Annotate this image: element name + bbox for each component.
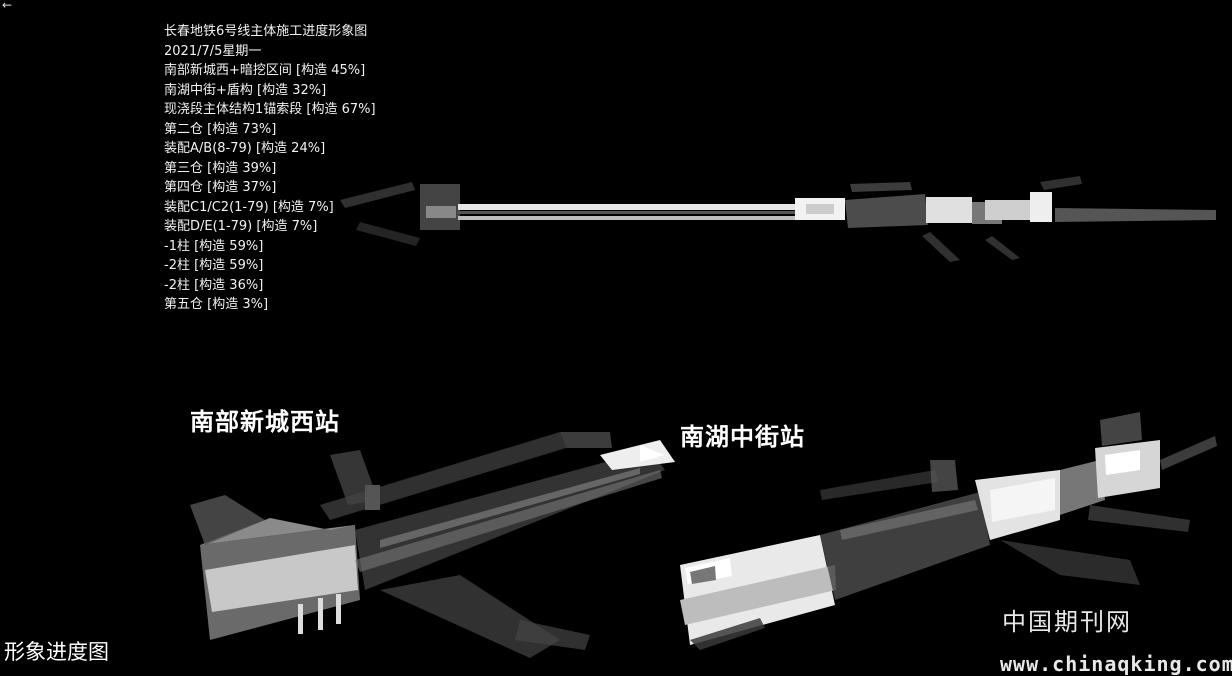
progress-item: 第五仓 [构造 3%] — [164, 297, 269, 312]
panel-title: 长春地铁6号线主体施工进度形象图 — [164, 24, 368, 39]
progress-item: 第四仓 [构造 37%] — [164, 180, 277, 195]
overview-model — [340, 176, 1216, 262]
left-station-model — [190, 432, 675, 658]
progress-item: 现浇段主体结构1锚索段 [构造 67%] — [164, 102, 376, 117]
progress-item: 第三仓 [构造 39%] — [164, 160, 277, 176]
panel-date: 2021/7/5星期一 — [164, 43, 262, 59]
progress-item: 南湖中街+盾构 [构造 32%] — [164, 82, 327, 98]
progress-item: 装配D/E(1-79) [构造 7%] — [164, 219, 318, 234]
back-arrow-icon[interactable]: ← — [2, 0, 13, 12]
progress-item: 装配A/B(8-79) [构造 24%] — [164, 141, 326, 156]
right-station-label: 南湖中街站 — [680, 423, 805, 451]
watermark-cn: 中国期刊网 — [1002, 608, 1132, 636]
progress-item: -1柱 [构造 59%] — [164, 238, 264, 254]
progress-item: -2柱 [构造 59%] — [164, 258, 264, 273]
left-station-label: 南部新城西站 — [190, 408, 340, 436]
figure-caption: 形象进度图 — [4, 640, 109, 664]
watermark-url: www.chinaqking.com — [1000, 652, 1232, 676]
right-station-model — [680, 412, 1217, 650]
progress-panel: 长春地铁6号线主体施工进度形象图 2021/7/5星期一 南部新城西+暗挖区间 … — [164, 22, 376, 315]
progress-item: -2柱 [构造 36%] — [164, 277, 264, 293]
progress-item: 第二仓 [构造 73%] — [164, 121, 277, 137]
progress-item: 南部新城西+暗挖区间 [构造 45%] — [164, 63, 366, 78]
progress-item: 装配C1/C2(1-79) [构造 7%] — [164, 199, 334, 215]
